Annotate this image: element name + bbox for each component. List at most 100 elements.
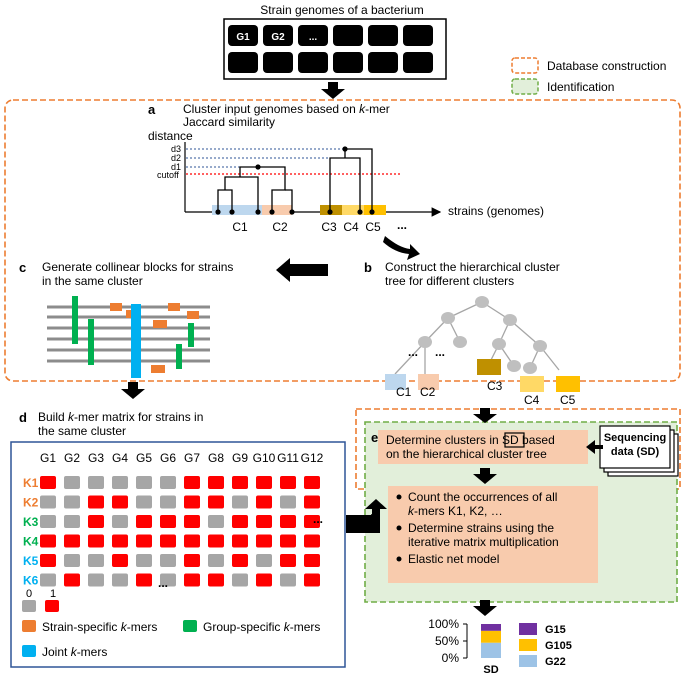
panel-b-line2: tree for different clusters — [385, 274, 514, 288]
f-bullet1-line2: k-mers K1, K2, … — [408, 504, 503, 518]
tile-g2: G2 — [271, 32, 285, 43]
tile-ellipsis: ... — [309, 32, 318, 43]
down-arrow-icon — [321, 82, 345, 99]
d2-label: d2 — [171, 153, 181, 163]
joint-label: Joint k-mers — [42, 645, 107, 659]
e-to-f-arrow-icon — [473, 468, 497, 484]
b-ellipsis-2: ... — [435, 345, 445, 359]
b-c1-box — [385, 374, 406, 390]
panel-f-letter: f — [371, 509, 376, 524]
matrix-cell — [64, 476, 80, 489]
b-c4-label: C4 — [524, 393, 540, 407]
matrix-cell — [232, 515, 248, 528]
chart-bar-segment — [481, 624, 501, 631]
a-c4-label: C4 — [343, 220, 359, 234]
matrix-col-header: G2 — [64, 451, 80, 465]
key-0-label: 0 — [26, 588, 32, 600]
matrix-cell — [88, 515, 104, 528]
dendrogram-nodes — [215, 146, 375, 215]
b-c4-box — [520, 376, 544, 392]
c5-highlight — [364, 205, 386, 215]
matrix-cell — [304, 573, 320, 587]
matrix-cell — [88, 554, 104, 567]
matrix-cell — [40, 495, 56, 509]
panel-b-line1: Construct the hierarchical cluster — [385, 260, 560, 274]
matrix-cell — [64, 573, 80, 587]
legend-db-label: Database construction — [547, 59, 666, 73]
panel-b-letter: b — [364, 260, 372, 275]
b-c5-label: C5 — [560, 393, 576, 407]
a-c3-label: C3 — [321, 220, 337, 234]
matrix-cell — [208, 554, 224, 567]
matrix-cell — [232, 534, 248, 548]
matrix-ellipsis-right: ... — [313, 512, 323, 526]
matrix-cell — [40, 554, 56, 567]
b-c1-label: C1 — [396, 385, 412, 399]
panel-e-line2: on the hierarchical cluster tree — [386, 447, 547, 461]
matrix-ellipsis-bottom: ... — [158, 576, 168, 590]
b-c5-box — [556, 376, 580, 392]
legend-db-swatch — [511, 57, 539, 74]
seq-arrow-icon — [586, 440, 603, 454]
matrix-cell — [232, 573, 248, 587]
seq-data-line2: data (SD) — [611, 446, 660, 458]
matrix-cell — [88, 534, 104, 548]
matrix-cell — [232, 495, 248, 509]
matrix-cell — [208, 573, 224, 587]
matrix-col-header: G6 — [160, 451, 176, 465]
matrix-cell — [256, 573, 272, 587]
chart-legend-label: G105 — [545, 640, 572, 652]
joint-swatch — [22, 645, 36, 657]
matrix-col-header: G5 — [136, 451, 152, 465]
matrix-cell — [40, 534, 56, 548]
b-c3-box — [477, 359, 501, 375]
legend-id-swatch — [511, 78, 539, 95]
matrix-cell — [112, 515, 128, 528]
strains-axis-label: strains (genomes) — [448, 204, 544, 218]
distance-axis-label: distance — [148, 129, 193, 143]
matrix-cell — [304, 476, 320, 489]
matrix-cell — [280, 476, 296, 489]
chart-legend-swatch — [519, 623, 537, 635]
dendrogram — [217, 148, 373, 212]
a-c1-label: C1 — [232, 220, 248, 234]
matrix-cell — [184, 554, 200, 567]
matrix-cell — [256, 534, 272, 548]
panel-e-letter: e — [371, 430, 378, 445]
matrix-cell — [136, 573, 152, 587]
matrix-cell — [64, 534, 80, 548]
matrix-cell — [64, 554, 80, 567]
matrix-cell — [112, 476, 128, 489]
f-bullet3: Elastic net model — [408, 552, 499, 566]
collinear-blocks — [72, 296, 199, 378]
matrix-col-header: G11 — [277, 451, 299, 465]
matrix-cell — [160, 495, 176, 509]
c1-highlight — [212, 205, 262, 215]
panel-c-line2: in the same cluster — [42, 274, 143, 288]
f-to-chart-arrow-icon — [473, 600, 497, 616]
matrix-cell — [256, 554, 272, 567]
panel-c-line1: Generate collinear blocks for strains — [42, 260, 233, 274]
db-construction-frame — [4, 99, 681, 382]
panel-d-line1: Build k-mer matrix for strains in — [38, 410, 203, 424]
c-down-arrow-icon — [121, 382, 145, 399]
header-title: Strain genomes of a bacterium — [260, 3, 423, 17]
matrix-cell — [64, 515, 80, 528]
matrix-cell — [112, 573, 128, 587]
key-0-swatch — [22, 600, 36, 612]
matrix-col-header: G1 — [40, 451, 56, 465]
c2-highlight — [262, 205, 292, 215]
matrix-cell — [160, 534, 176, 548]
b-to-e-arrow-icon — [473, 408, 497, 423]
matrix-cell — [232, 476, 248, 489]
matrix-col-header: G12 — [301, 451, 324, 465]
matrix-cell — [160, 573, 176, 587]
seq-data-line1: Sequencing — [604, 432, 666, 444]
chart-legend-swatch — [519, 655, 537, 667]
f-bullet2-line2: iterative matrix multiplication — [408, 535, 559, 549]
matrix-row-label: K6 — [23, 574, 39, 588]
strain-specific-swatch — [22, 620, 36, 632]
matrix-row-label: K1 — [23, 476, 39, 490]
